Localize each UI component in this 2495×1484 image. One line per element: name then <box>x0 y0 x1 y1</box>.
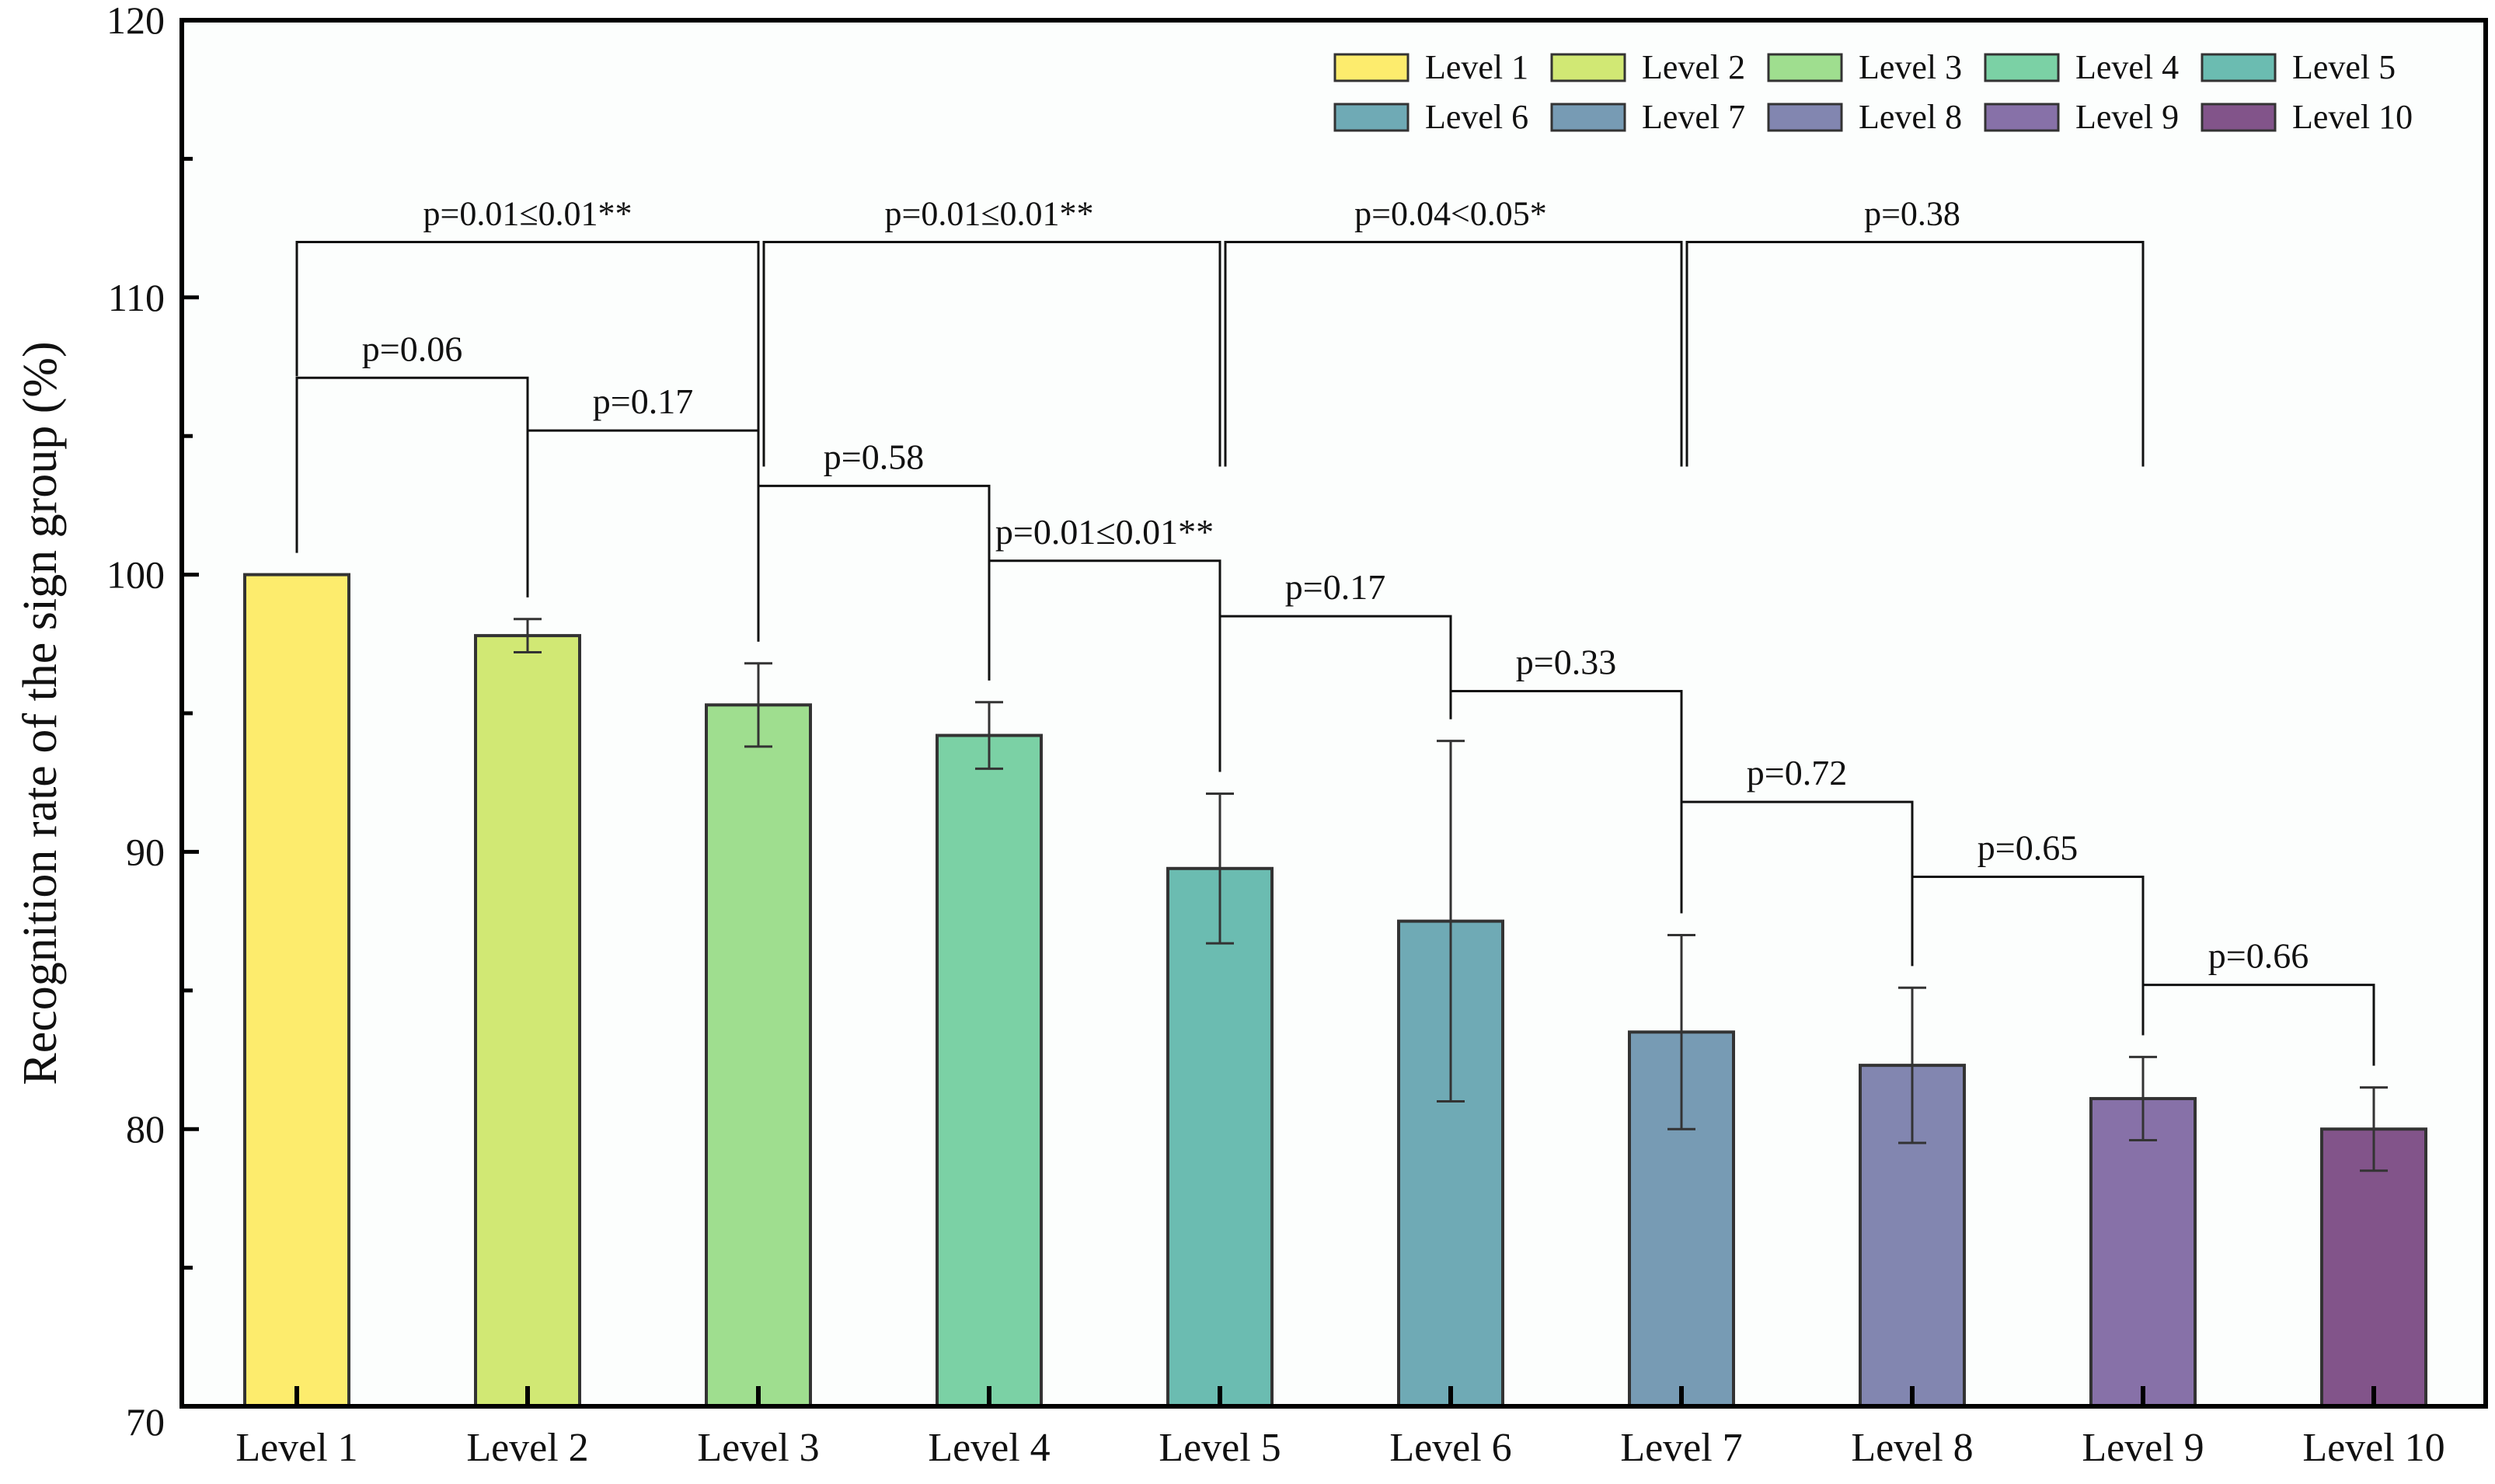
x-tick-label: Level 9 <box>2082 1426 2204 1470</box>
significance-bracket-9: p=0.66 <box>2141 936 2375 1066</box>
error-bar-2 <box>514 618 542 654</box>
bracket-label: p=0.01≤0.01** <box>995 512 1214 552</box>
x-tick-label: Level 5 <box>1159 1426 1281 1470</box>
bracket-line <box>762 240 1221 467</box>
x-axis: Level 1 Level 2 Level 3 Level 4 Level 5 Level… <box>235 1386 2445 1470</box>
x-tick-label: Level 4 <box>928 1426 1050 1470</box>
legend-label: Level 9 <box>2075 98 2179 136</box>
significance-bracket-11: p=0.01≤0.01** <box>762 194 1221 467</box>
x-tick-label: Level 10 <box>2302 1426 2444 1470</box>
x-tick-label: Level 8 <box>1851 1426 1973 1470</box>
legend-item-9: Level 9 <box>1984 98 2179 136</box>
bracket-label: p=0.66 <box>2208 936 2309 976</box>
significance-bracket-6: p=0.33 <box>1449 642 1683 914</box>
legend-item-7: Level 7 <box>1550 98 1745 136</box>
legend-swatch <box>1984 53 2060 82</box>
y-tick-label: 110 <box>108 276 165 319</box>
legend-item-4: Level 4 <box>1984 48 2179 86</box>
legend-swatch <box>2201 53 2277 82</box>
y-tick-label: 100 <box>106 553 165 597</box>
bar-1 <box>243 573 350 1408</box>
bracket-label: p=0.17 <box>1285 567 1385 607</box>
bracket-line <box>1911 876 2145 1036</box>
bracket-label: p=0.33 <box>1516 642 1616 681</box>
error-bar-6 <box>1437 740 1465 1103</box>
legend-swatch <box>2201 103 2277 132</box>
legend-label: Level 4 <box>2075 48 2179 86</box>
error-bar-10 <box>2360 1086 2388 1172</box>
legend-label: Level 10 <box>2292 98 2413 136</box>
bar-2 <box>474 634 581 1408</box>
bracket-label: p=0.01≤0.01** <box>885 194 1094 232</box>
legend-item-2: Level 2 <box>1550 48 1745 86</box>
error-bar-5 <box>1206 792 1234 945</box>
bracket-label: p=0.72 <box>1747 753 1847 793</box>
legend-label: Level 7 <box>1642 98 1745 136</box>
bar-9 <box>2089 1096 2197 1409</box>
legend-swatch <box>1984 103 2060 132</box>
y-tick-label: 70 <box>126 1400 165 1444</box>
legend-item-6: Level 6 <box>1333 98 1528 136</box>
y-tick-label: 120 <box>106 0 165 42</box>
bracket-line <box>1218 615 1452 772</box>
legend-item-8: Level 8 <box>1767 98 1962 136</box>
x-tick-label: Level 6 <box>1389 1426 1511 1470</box>
bar-4 <box>936 733 1043 1408</box>
legend-label: Level 2 <box>1642 48 1745 86</box>
significance-bracket-5: p=0.17 <box>1218 567 1452 772</box>
bracket-label: p=0.04<0.05* <box>1354 194 1547 232</box>
bracket-line <box>2141 984 2375 1066</box>
bracket-label: p=0.38 <box>1864 194 1960 232</box>
y-tick-label: 90 <box>126 830 165 873</box>
legend-swatch <box>1767 103 1843 132</box>
error-bar-8 <box>1898 986 1926 1144</box>
legend-label: Level 6 <box>1425 98 1528 136</box>
bar-3 <box>705 703 812 1408</box>
legend-item-10: Level 10 <box>2201 98 2413 136</box>
bracket-line <box>1224 240 1683 467</box>
significance-bracket-4: p=0.01≤0.01** <box>988 512 1221 772</box>
legend: Level 1 Level 2 Level 3 Level 4 Level 5 Level… <box>1333 48 2413 136</box>
legend-label: Level 8 <box>1859 98 1962 136</box>
legend-swatch <box>1767 53 1843 82</box>
error-bar-9 <box>2129 1055 2157 1141</box>
bars-layer <box>243 573 2427 1409</box>
x-tick-label: Level 7 <box>1620 1426 1742 1470</box>
x-tick-label: Level 3 <box>697 1426 819 1470</box>
bracket-line <box>295 240 760 467</box>
legend-label: Level 3 <box>1859 48 1962 86</box>
legend-label: Level 5 <box>2292 48 2396 86</box>
significance-brackets-layer: p=0.06 p=0.17 p=0.58 p=0.01≤0.01** p=0.17 p=0… <box>295 194 2375 1066</box>
y-axis: 70 80 90 100 110 120 <box>106 0 199 1444</box>
error-bar-7 <box>1667 933 1695 1130</box>
significance-bracket-8: p=0.65 <box>1911 828 2145 1036</box>
error-bar-4 <box>975 701 1003 770</box>
legend-swatch <box>1333 103 1410 132</box>
legend-swatch <box>1333 53 1410 82</box>
legend-label: Level 1 <box>1425 48 1528 86</box>
bracket-line <box>1685 240 2145 467</box>
bracket-label: p=0.06 <box>362 329 462 368</box>
x-tick-label: Level 1 <box>235 1426 357 1470</box>
bracket-label: p=0.58 <box>824 437 924 476</box>
significance-bracket-1: p=0.06 <box>295 329 529 597</box>
y-axis-title: Recognition rate of the sign group (%) <box>14 341 67 1085</box>
error-bars-layer <box>514 618 2388 1172</box>
significance-bracket-13: p=0.38 <box>1685 194 2145 467</box>
bracket-label: p=0.17 <box>593 381 693 421</box>
legend-item-3: Level 3 <box>1767 48 1962 86</box>
y-tick-label: 80 <box>126 1107 165 1151</box>
legend-item-5: Level 5 <box>2201 48 2396 86</box>
significance-bracket-10: p=0.01≤0.01** <box>295 194 760 467</box>
bracket-label: p=0.65 <box>1978 828 2078 868</box>
x-tick-label: Level 2 <box>466 1426 588 1470</box>
legend-item-1: Level 1 <box>1333 48 1528 86</box>
bar-5 <box>1166 866 1274 1408</box>
legend-swatch <box>1550 103 1626 132</box>
error-bar-3 <box>744 662 772 748</box>
bracket-label: p=0.01≤0.01** <box>423 194 632 232</box>
legend-swatch <box>1550 53 1626 82</box>
significance-bracket-12: p=0.04<0.05* <box>1224 194 1683 467</box>
